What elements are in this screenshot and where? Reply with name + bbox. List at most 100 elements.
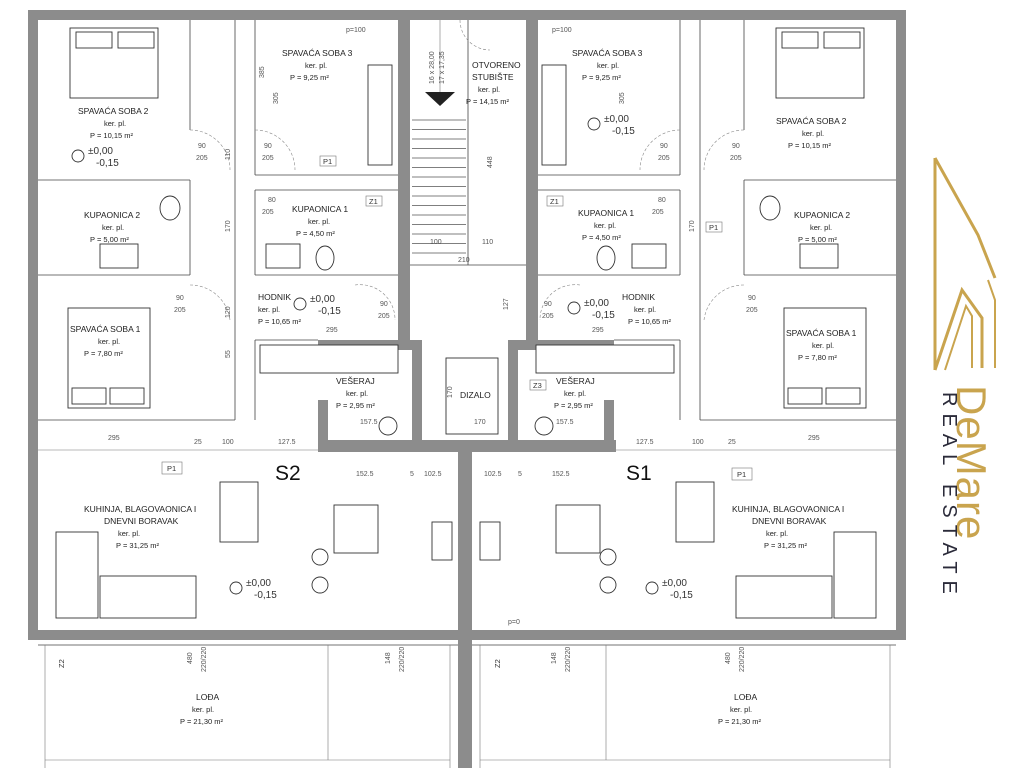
hall-right-floor: ker. pl. bbox=[634, 305, 656, 314]
svg-text:220/220: 220/220 bbox=[739, 647, 746, 672]
svg-text:100: 100 bbox=[692, 439, 704, 446]
svg-text:127: 127 bbox=[503, 298, 510, 310]
svg-text:102.5: 102.5 bbox=[484, 471, 502, 478]
tag-p1: P1 bbox=[737, 470, 746, 479]
svg-text:205: 205 bbox=[658, 155, 670, 162]
loggia-right-name: LOĐA bbox=[734, 692, 757, 702]
svg-text:170: 170 bbox=[447, 386, 454, 398]
bed2-left-area: P = 10,15 m² bbox=[90, 131, 134, 140]
bed3-left-area: P = 9,25 m² bbox=[290, 73, 329, 82]
svg-text:170: 170 bbox=[474, 419, 486, 426]
svg-text:-0,15: -0,15 bbox=[670, 590, 693, 601]
svg-text:-0,15: -0,15 bbox=[318, 306, 341, 317]
loggia-left-name: LOĐA bbox=[196, 692, 219, 702]
laundry-right-name: VEŠERAJ bbox=[556, 376, 595, 386]
tag-z3: Z3 bbox=[533, 381, 542, 390]
svg-text:90: 90 bbox=[544, 301, 552, 308]
living-left-name-1: KUHINJA, BLAGOVAONICA I bbox=[84, 504, 196, 514]
svg-text:80: 80 bbox=[658, 197, 666, 204]
hall-left-floor: ker. pl. bbox=[258, 305, 280, 314]
svg-text:305: 305 bbox=[273, 92, 280, 104]
dimensions: 385 305 305 448 100 110 210 127 295 295 … bbox=[108, 27, 820, 672]
stair-note-a: 16 x 28,00 bbox=[429, 51, 436, 84]
bath1-left-area: P = 4,50 m² bbox=[296, 229, 335, 238]
stair-floor: ker. pl. bbox=[478, 85, 500, 94]
unit-label-left: S2 bbox=[275, 462, 301, 485]
bed3-right-area: P = 9,25 m² bbox=[582, 73, 621, 82]
tag-p1: P1 bbox=[323, 157, 332, 166]
bed2-right-name: SPAVAĆA SOBA 2 bbox=[776, 116, 847, 126]
stair-name-1: OTVORENO bbox=[472, 60, 521, 70]
svg-text:448: 448 bbox=[487, 156, 494, 168]
tag-z2: Z2 bbox=[493, 659, 502, 668]
svg-text:110: 110 bbox=[482, 239, 493, 246]
svg-text:p=100: p=100 bbox=[346, 27, 366, 34]
svg-text:90: 90 bbox=[264, 143, 272, 150]
svg-text:205: 205 bbox=[746, 307, 758, 314]
bed3-right-floor: ker. pl. bbox=[597, 61, 619, 70]
svg-text:90: 90 bbox=[660, 143, 668, 150]
svg-text:480: 480 bbox=[187, 652, 194, 664]
svg-text:295: 295 bbox=[108, 435, 120, 442]
loggia-right-floor: ker. pl. bbox=[730, 705, 752, 714]
living-left-area: P = 31,25 m² bbox=[116, 541, 160, 550]
svg-text:90: 90 bbox=[380, 301, 388, 308]
level-marker: ±0,00 -0,15 bbox=[587, 114, 635, 137]
bath2-right-area: P = 5,00 m² bbox=[798, 235, 837, 244]
bath1-right-area: P = 4,50 m² bbox=[582, 233, 621, 242]
laundry-left-area: P = 2,95 m² bbox=[336, 401, 375, 410]
svg-text:205: 205 bbox=[652, 209, 664, 216]
svg-text:±0,00: ±0,00 bbox=[662, 578, 687, 589]
unit-label-right: S1 bbox=[626, 462, 652, 485]
living-right-name-2: DNEVNI BORAVAK bbox=[752, 516, 827, 526]
door-swings bbox=[189, 19, 745, 321]
bed1-left-floor: ker. pl. bbox=[98, 337, 120, 346]
svg-text:100: 100 bbox=[430, 239, 442, 246]
svg-text:148: 148 bbox=[551, 652, 558, 664]
tag-p1: P1 bbox=[709, 223, 718, 232]
svg-text:90: 90 bbox=[198, 143, 206, 150]
level-marker: ±0,00 -0,15 bbox=[71, 146, 119, 169]
stair-note-b: 17 x 17,35 bbox=[439, 51, 446, 84]
svg-text:152.5: 152.5 bbox=[356, 471, 374, 478]
svg-text:-0,15: -0,15 bbox=[96, 158, 119, 169]
bath1-left-name: KUPAONICA 1 bbox=[292, 204, 348, 214]
svg-text:55: 55 bbox=[225, 350, 232, 358]
lift-name: DIZALO bbox=[460, 390, 491, 400]
tag-p1: P1 bbox=[167, 464, 176, 473]
living-right-name-1: KUHINJA, BLAGOVAONICA I bbox=[732, 504, 844, 514]
bath1-left-floor: ker. pl. bbox=[308, 217, 330, 226]
svg-text:157.5: 157.5 bbox=[556, 419, 574, 426]
demare-logo-icon bbox=[933, 157, 997, 371]
level-marker: ±0,00 -0,15 bbox=[645, 578, 693, 601]
level-marker: ±0,00 -0,15 bbox=[229, 578, 277, 601]
svg-text:205: 205 bbox=[730, 155, 742, 162]
laundry-right-floor: ker. pl. bbox=[564, 389, 586, 398]
brand-tagline: REAL ESTATE bbox=[938, 392, 960, 601]
svg-text:170: 170 bbox=[225, 220, 232, 232]
bed1-right-floor: ker. pl. bbox=[812, 341, 834, 350]
living-right-floor: ker. pl. bbox=[766, 529, 788, 538]
living-right-area: P = 31,25 m² bbox=[764, 541, 808, 550]
bed3-left-name: SPAVAĆA SOBA 3 bbox=[282, 48, 353, 58]
svg-text:385: 385 bbox=[259, 66, 266, 78]
svg-text:220/220: 220/220 bbox=[201, 647, 208, 672]
tag-z1: Z1 bbox=[550, 197, 559, 206]
svg-text:110: 110 bbox=[225, 149, 232, 160]
svg-text:p=0: p=0 bbox=[508, 619, 520, 626]
level-marker: ±0,00 -0,15 bbox=[293, 294, 341, 317]
svg-text:5: 5 bbox=[518, 471, 522, 478]
svg-text:152.5: 152.5 bbox=[552, 471, 570, 478]
svg-text:220/220: 220/220 bbox=[399, 647, 406, 672]
bed1-right-name: SPAVAĆA SOBA 1 bbox=[786, 328, 857, 338]
tag-z1: Z1 bbox=[369, 197, 378, 206]
tag-z2: Z2 bbox=[57, 659, 66, 668]
bath2-left-area: P = 5,00 m² bbox=[90, 235, 129, 244]
svg-text:205: 205 bbox=[542, 313, 554, 320]
svg-text:205: 205 bbox=[262, 209, 274, 216]
laundry-left-name: VEŠERAJ bbox=[336, 376, 375, 386]
svg-text:-0,15: -0,15 bbox=[612, 126, 635, 137]
svg-text:±0,00: ±0,00 bbox=[310, 294, 335, 305]
svg-text:127.5: 127.5 bbox=[278, 439, 296, 446]
